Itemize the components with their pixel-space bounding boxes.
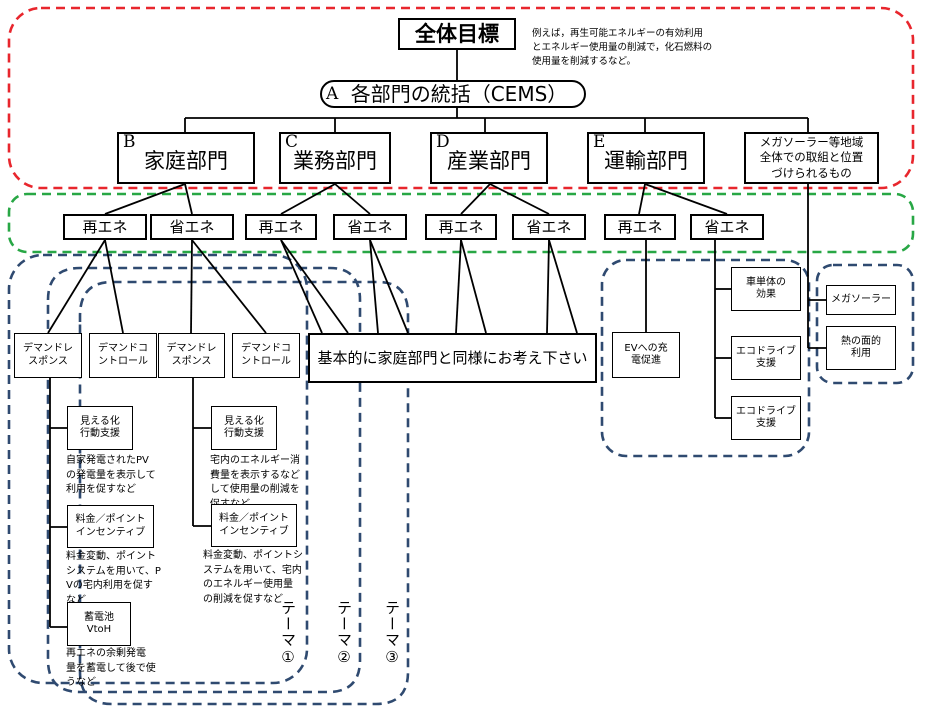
home-incentive-box: 料金／ポイントインセンティブ (67, 505, 154, 548)
cems-letter: A (326, 84, 339, 104)
theme-3-label: テーマ③ (383, 600, 401, 667)
sector-home: B 家庭部門 (117, 132, 255, 184)
demand-response-box-1: デマンドレスポンス (14, 333, 82, 378)
demand-response-box-2: デマンドレスポンス (158, 333, 225, 378)
energy-industry-renewable: 再エネ (425, 214, 497, 240)
connector-lines (47, 50, 826, 628)
home-visualize-box: 見える化行動支援 (67, 406, 133, 450)
energy-transport-renewable: 再エネ (604, 214, 676, 240)
theme-1-label: テーマ① (279, 600, 297, 667)
sector-title-transport: 運輸部門 (604, 148, 688, 173)
sector-transport: E 運輸部門 (587, 132, 705, 184)
red-region (7, 6, 915, 190)
home-visualize-box-2: 見える化行動支援 (211, 406, 277, 450)
sector-title-office: 業務部門 (293, 148, 377, 173)
goal-note: 例えば，再生可能エネルギーの有効利用 とエネルギー使用量の削減で，化石燃料の 使… (532, 28, 713, 67)
transport-item-ecodrive-2: エコドライブ支援 (731, 396, 801, 440)
demand-control-box-2: デマンドコントロール (232, 333, 300, 378)
same-as-home-text: 基本的に家庭部門と同様にお考え下さい (317, 348, 588, 367)
energy-home-saving: 省エネ (150, 214, 234, 240)
transport-region (600, 258, 811, 458)
home-incentive-box-2: 料金／ポイントインセンティブ (211, 504, 297, 547)
mega-solar-box: メガソーラー (826, 285, 896, 315)
mega-region (815, 263, 915, 385)
demand-control-box-1: デマンドコントロール (89, 333, 157, 378)
theme-2-region (46, 266, 362, 694)
home-battery-note: 再エネの余剰発電量を蓄電して後で使うなど (66, 648, 156, 688)
same-as-home-box: 基本的に家庭部門と同様にお考え下さい (308, 333, 597, 383)
transport-item-vehicle: 車単体の効果 (731, 267, 801, 311)
sector-title-home: 家庭部門 (144, 148, 228, 173)
sector-industry: D 産業部門 (430, 132, 548, 184)
theme-2-label: テーマ② (335, 600, 353, 667)
sector-title-industry: 産業部門 (447, 148, 531, 173)
goal-title: 全体目標 (415, 21, 499, 46)
transport-item-ecodrive-1: エコドライブ支援 (731, 336, 801, 380)
sector-letter-c: C (285, 132, 299, 152)
sector-letter-e: E (593, 132, 606, 152)
cems-title: 各部門の統括（CEMS） (350, 81, 568, 106)
sector-letter-d: D (436, 132, 450, 152)
theme-3-region (78, 280, 410, 706)
sector-letter-b: B (123, 132, 136, 152)
mega-region-text: メガソーラー等地域 全体での取組と位置 づけられるもの (759, 134, 864, 180)
goal-box: 全体目標 (398, 18, 516, 50)
energy-transport-saving: 省エネ (690, 214, 764, 240)
mega-region-box: メガソーラー等地域 全体での取組と位置 づけられるもの (744, 132, 879, 184)
sector-office: C 業務部門 (279, 132, 391, 184)
home-incentive-note-2: 料金変動、ポイントシステムを用いて、宅内のエネルギー使用量の削減を促すなど (203, 550, 303, 605)
cems-box: A 各部門の統括（CEMS） (320, 80, 586, 108)
theme-1-region (7, 253, 309, 685)
energy-office-renewable: 再エネ (245, 214, 317, 240)
energy-home-renewable: 再エネ (63, 214, 147, 240)
ev-charging-box: EVへの充電促進 (612, 332, 680, 378)
energy-office-saving: 省エネ (333, 214, 407, 240)
heat-utilization-box: 熱の面的利用 (826, 326, 896, 370)
energy-industry-saving: 省エネ (512, 214, 586, 240)
